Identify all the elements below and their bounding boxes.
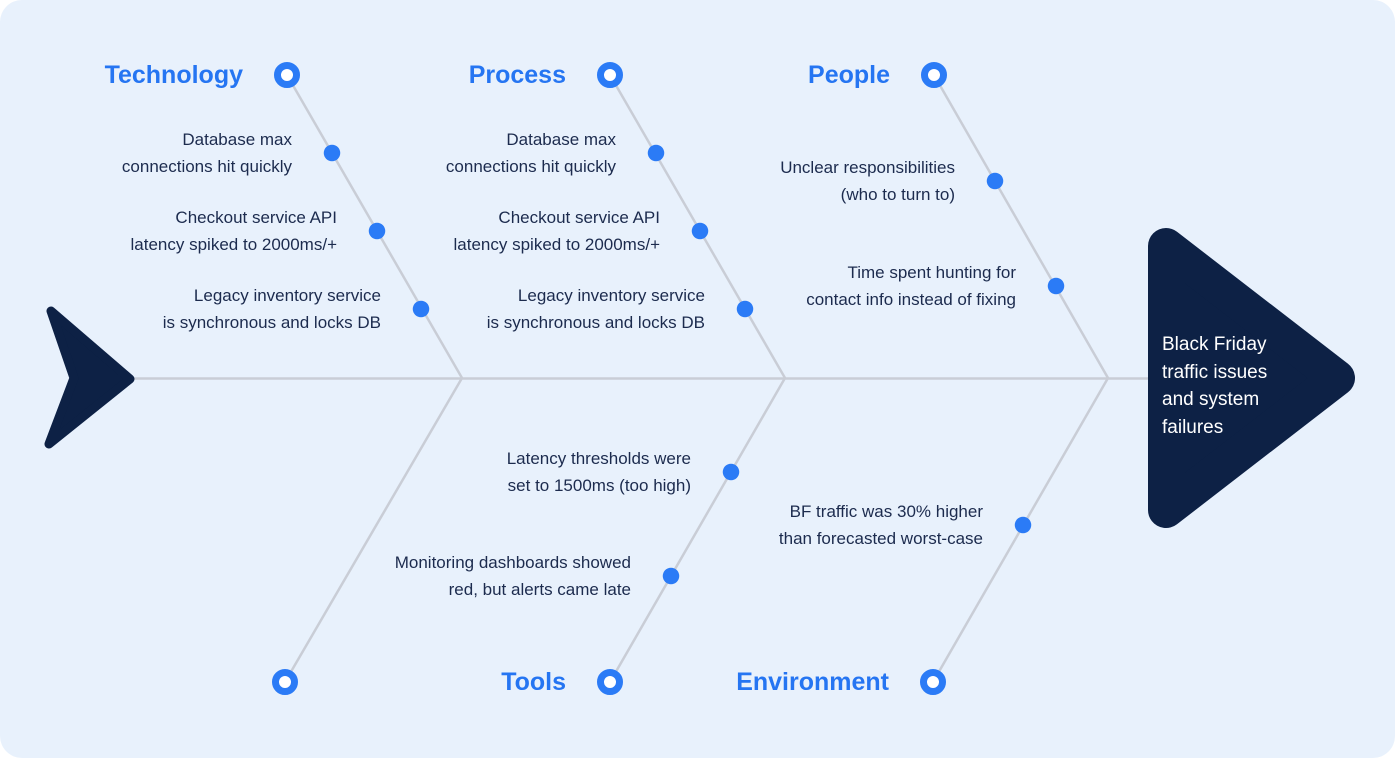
cause-text-people-1[interactable]: Unclear responsibilities(who to turn to): [780, 158, 955, 204]
category-label-people[interactable]: People: [808, 61, 890, 89]
category-label-process[interactable]: Process: [468, 61, 566, 89]
cause-dot-process-1[interactable]: [647, 144, 665, 162]
cause-dot-people-1[interactable]: [986, 172, 1004, 190]
cause-dot-tools-1[interactable]: [722, 463, 740, 481]
category-label-technology[interactable]: Technology: [104, 61, 243, 89]
head-arrow-shape[interactable]: [1148, 228, 1355, 528]
cause-dot-technology-2[interactable]: [368, 222, 386, 240]
category-label-environment[interactable]: Environment: [736, 668, 889, 696]
category-circle-people[interactable]: [921, 62, 947, 88]
cause-dot-tools-2[interactable]: [662, 567, 680, 585]
cause-dot-people-2[interactable]: [1047, 277, 1065, 295]
cause-dot-technology-3[interactable]: [412, 300, 430, 318]
category-circle-tools[interactable]: [597, 669, 623, 695]
tail-arrow-icon: [44, 306, 135, 449]
cause-dot-process-2[interactable]: [691, 222, 709, 240]
branch-line-tools: [608, 377, 787, 683]
category-circle-technology[interactable]: [274, 62, 300, 88]
branch-line-people: [932, 74, 1110, 379]
category-circle-process[interactable]: [597, 62, 623, 88]
cause-dot-environment-1[interactable]: [1014, 516, 1032, 534]
category-label-tools[interactable]: Tools: [501, 668, 566, 696]
category-circle-unlabeled[interactable]: [272, 669, 298, 695]
category-circle-environment[interactable]: [920, 669, 946, 695]
branch-line-unlabeled: [283, 377, 464, 683]
cause-dot-technology-1[interactable]: [323, 144, 341, 162]
cause-dot-process-3[interactable]: [736, 300, 754, 318]
